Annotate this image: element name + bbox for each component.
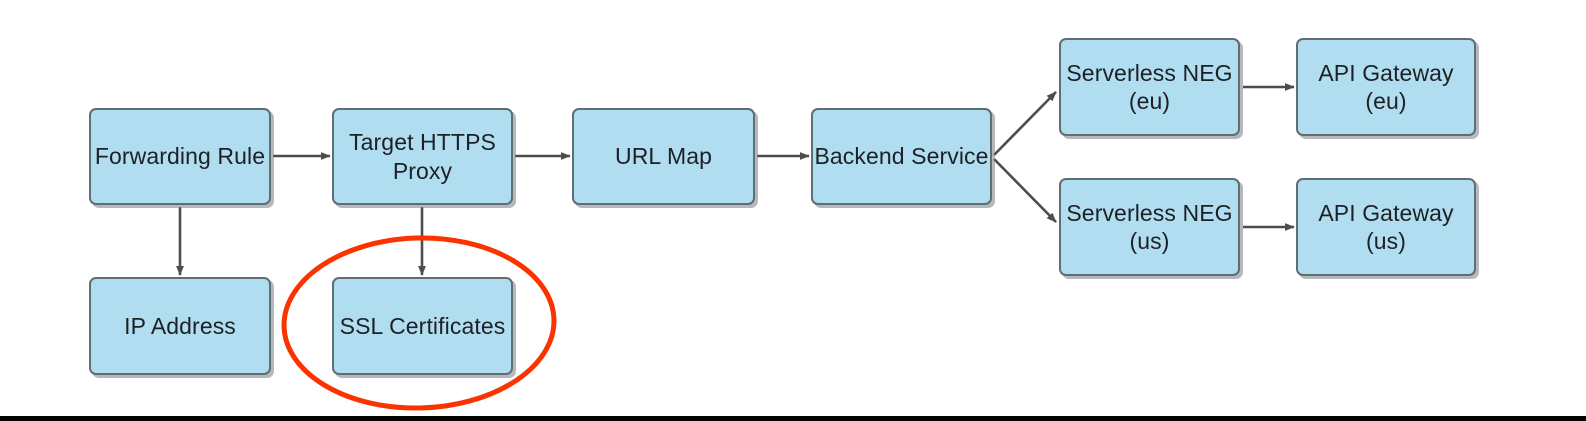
edge-backend-service-to-serverless-neg-eu: [993, 91, 1057, 156]
node-ip-address[interactable]: IP Address: [89, 277, 271, 375]
node-serverless-neg-eu[interactable]: Serverless NEG (eu): [1059, 38, 1240, 136]
node-target-https-proxy[interactable]: Target HTTPS Proxy: [332, 108, 513, 205]
node-ssl-certificates[interactable]: SSL Certificates: [332, 277, 513, 375]
node-backend-service[interactable]: Backend Service: [811, 108, 992, 205]
node-url-map[interactable]: URL Map: [572, 108, 755, 205]
node-serverless-neg-us[interactable]: Serverless NEG (us): [1059, 178, 1240, 276]
node-api-gateway-us[interactable]: API Gateway (us): [1296, 178, 1476, 276]
edge-backend-service-to-serverless-neg-us: [993, 158, 1057, 223]
node-forwarding-rule[interactable]: Forwarding Rule: [89, 108, 271, 205]
node-api-gateway-eu[interactable]: API Gateway (eu): [1296, 38, 1476, 136]
